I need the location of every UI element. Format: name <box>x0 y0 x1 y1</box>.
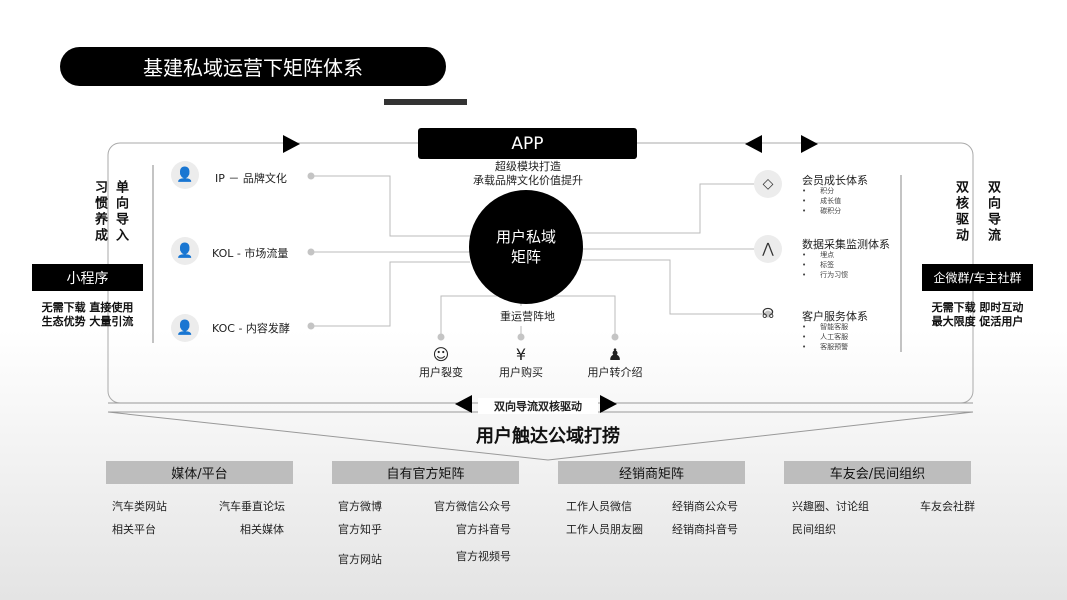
page-title: 基建私域运营下矩阵体系 <box>60 47 446 86</box>
app-subtitle: 承载品牌文化价值提升 <box>473 174 583 187</box>
category-official: 自有官方矩阵 <box>332 461 519 484</box>
bottom-item: ☺ 用户裂变 <box>411 345 471 380</box>
bottom-item: ¥ 用户购买 <box>491 345 551 380</box>
bullet: 人工客服 <box>804 332 848 342</box>
right-item-title: 客户服务体系 <box>802 310 868 323</box>
right-col-text: 双核驱动 <box>953 180 968 244</box>
app-subtitle: 超级模块打造 <box>495 160 561 173</box>
center-label: 矩阵 <box>510 248 541 266</box>
left-item-label: KOC - 内容发酵 <box>212 322 290 335</box>
category-item: 官方网站 <box>338 553 382 566</box>
base-label: 重运营阵地 <box>472 306 583 326</box>
arrow-left-icon <box>455 395 472 413</box>
right-item-title: 会员成长体系 <box>802 174 868 187</box>
drive-label: 双向导流双核驱动 <box>478 398 598 414</box>
category-item: 经销商抖音号 <box>672 523 738 536</box>
category-item: 官方视频号 <box>456 550 511 563</box>
right-item-bullets: 埋点标签行为习惯 <box>804 250 848 280</box>
category-item: 汽车垂直论坛 <box>219 500 285 513</box>
bullet: 积分 <box>804 186 841 196</box>
bullet: 智能客服 <box>804 322 848 332</box>
title-underline <box>384 99 467 105</box>
left-item-label: IP － 品牌文化 <box>215 172 287 185</box>
category-item: 官方知乎 <box>338 523 382 536</box>
center-label: 用户私域 <box>495 228 556 246</box>
category-item: 官方微博 <box>338 500 382 513</box>
arrow-right-icon <box>600 395 617 413</box>
left-col-text: 单向导入 <box>113 180 128 244</box>
bottom-item-label: 用户裂变 <box>419 366 463 379</box>
category-item: 民间组织 <box>792 523 836 536</box>
left-item-label: KOL - 市场流量 <box>212 247 289 260</box>
left-col-text: 习惯养成 <box>92 180 107 244</box>
category-item: 汽车类网站 <box>112 500 167 513</box>
category-item: 官方微信公众号 <box>434 500 511 513</box>
right-desc: 最大限度 促活用户 <box>931 315 1024 328</box>
miniprogram-box: 小程序 <box>32 264 143 291</box>
network-icon: ⋀ <box>754 235 782 263</box>
center-circle: 用户私域 矩阵 <box>469 190 583 304</box>
category-clubs: 车友会/民间组织 <box>784 461 971 484</box>
category-item: 工作人员微信 <box>566 500 632 513</box>
bullet: 埋点 <box>804 250 848 260</box>
bullet: 成长值 <box>804 196 841 206</box>
category-item: 兴趣圈、讨论组 <box>792 500 869 513</box>
user-referral-icon: ♟ <box>607 345 623 364</box>
category-item: 工作人员朋友圈 <box>566 523 643 536</box>
arrow-left-icon <box>745 135 762 153</box>
bottom-item: ♟ 用户转介绍 <box>580 345 650 380</box>
user-tie-icon: 👤 <box>171 237 199 265</box>
right-col-text: 双向导流 <box>985 180 1000 244</box>
bullet: 标签 <box>804 260 848 270</box>
left-desc: 生态优势 大量引流 <box>41 315 134 328</box>
arrow-right-icon <box>283 135 300 153</box>
bottom-item-label: 用户购买 <box>499 366 543 379</box>
right-item-title: 数据采集监测体系 <box>802 238 890 251</box>
category-item: 官方抖音号 <box>456 523 511 536</box>
category-item: 相关平台 <box>112 523 156 536</box>
category-item: 车友会社群 <box>920 500 975 513</box>
bullet: 客服预警 <box>804 342 848 352</box>
right-desc: 无需下载 即时互动 <box>931 301 1024 314</box>
category-dealer: 经销商矩阵 <box>558 461 745 484</box>
diamond-icon: ◇ <box>754 170 782 198</box>
users-icon: ☺ <box>432 345 450 364</box>
left-desc: 无需下载 直接使用 <box>41 301 134 314</box>
yen-icon: ¥ <box>515 345 527 364</box>
user-icon: 👤 <box>171 161 199 189</box>
user-tie-icon: 👤 <box>171 314 199 342</box>
bullet: 行为习惯 <box>804 270 848 280</box>
category-media: 媒体/平台 <box>106 461 293 484</box>
wecom-group-box: 企微群/车主社群 <box>922 264 1033 291</box>
right-item-bullets: 智能客服人工客服客服预警 <box>804 322 848 352</box>
app-box: APP <box>418 128 637 159</box>
category-item: 相关媒体 <box>240 523 284 536</box>
bottom-item-label: 用户转介绍 <box>587 366 643 379</box>
category-item: 经销商公众号 <box>672 500 738 513</box>
right-item-bullets: 积分成长值碳积分 <box>804 186 841 216</box>
headset-icon: ☊ <box>761 306 775 322</box>
bullet: 碳积分 <box>804 206 841 216</box>
arrow-right-icon <box>801 135 818 153</box>
funnel-title: 用户触达公域打捞 <box>476 426 620 447</box>
